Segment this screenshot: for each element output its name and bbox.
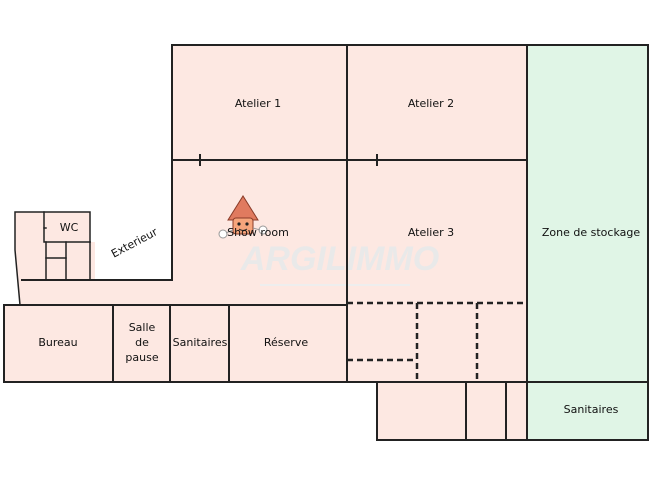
label-exterieur: Exterieur xyxy=(109,225,160,260)
watermark: ARGILIMMO xyxy=(240,240,439,286)
wall-main-left xyxy=(21,44,173,281)
label-salle-pause-2: de xyxy=(135,336,149,349)
room-fill-main xyxy=(4,45,527,382)
house-mascot-icon xyxy=(218,195,268,239)
label-atelier-1: Atelier 1 xyxy=(235,97,281,110)
wall-outer xyxy=(3,44,649,441)
label-zone-stockage: Zone de stockage xyxy=(542,226,640,239)
wall-wc-wing xyxy=(14,211,91,306)
label-sanitaires-2: Sanitaires xyxy=(564,403,619,416)
label-bureau: Bureau xyxy=(38,336,77,349)
label-wc: WC xyxy=(60,221,79,234)
dashed-partitions xyxy=(347,301,527,382)
room-fill-annex xyxy=(377,382,527,440)
wall-wc-inner xyxy=(43,211,91,243)
label-salle-pause-1: Salle xyxy=(129,321,156,334)
room-fill-storage xyxy=(527,45,648,440)
label-atelier-2: Atelier 2 xyxy=(408,97,454,110)
label-reserve: Réserve xyxy=(264,336,308,349)
room-fills xyxy=(4,45,648,440)
label-sanitaires-1: Sanitaires xyxy=(173,336,228,349)
watermark-brand: ARGILIMMO xyxy=(240,240,439,278)
label-atelier-3: Atelier 3 xyxy=(408,226,454,239)
walls xyxy=(3,44,649,441)
label-show-room: Show room xyxy=(227,226,289,239)
label-salle-pause-3: pause xyxy=(125,351,158,364)
